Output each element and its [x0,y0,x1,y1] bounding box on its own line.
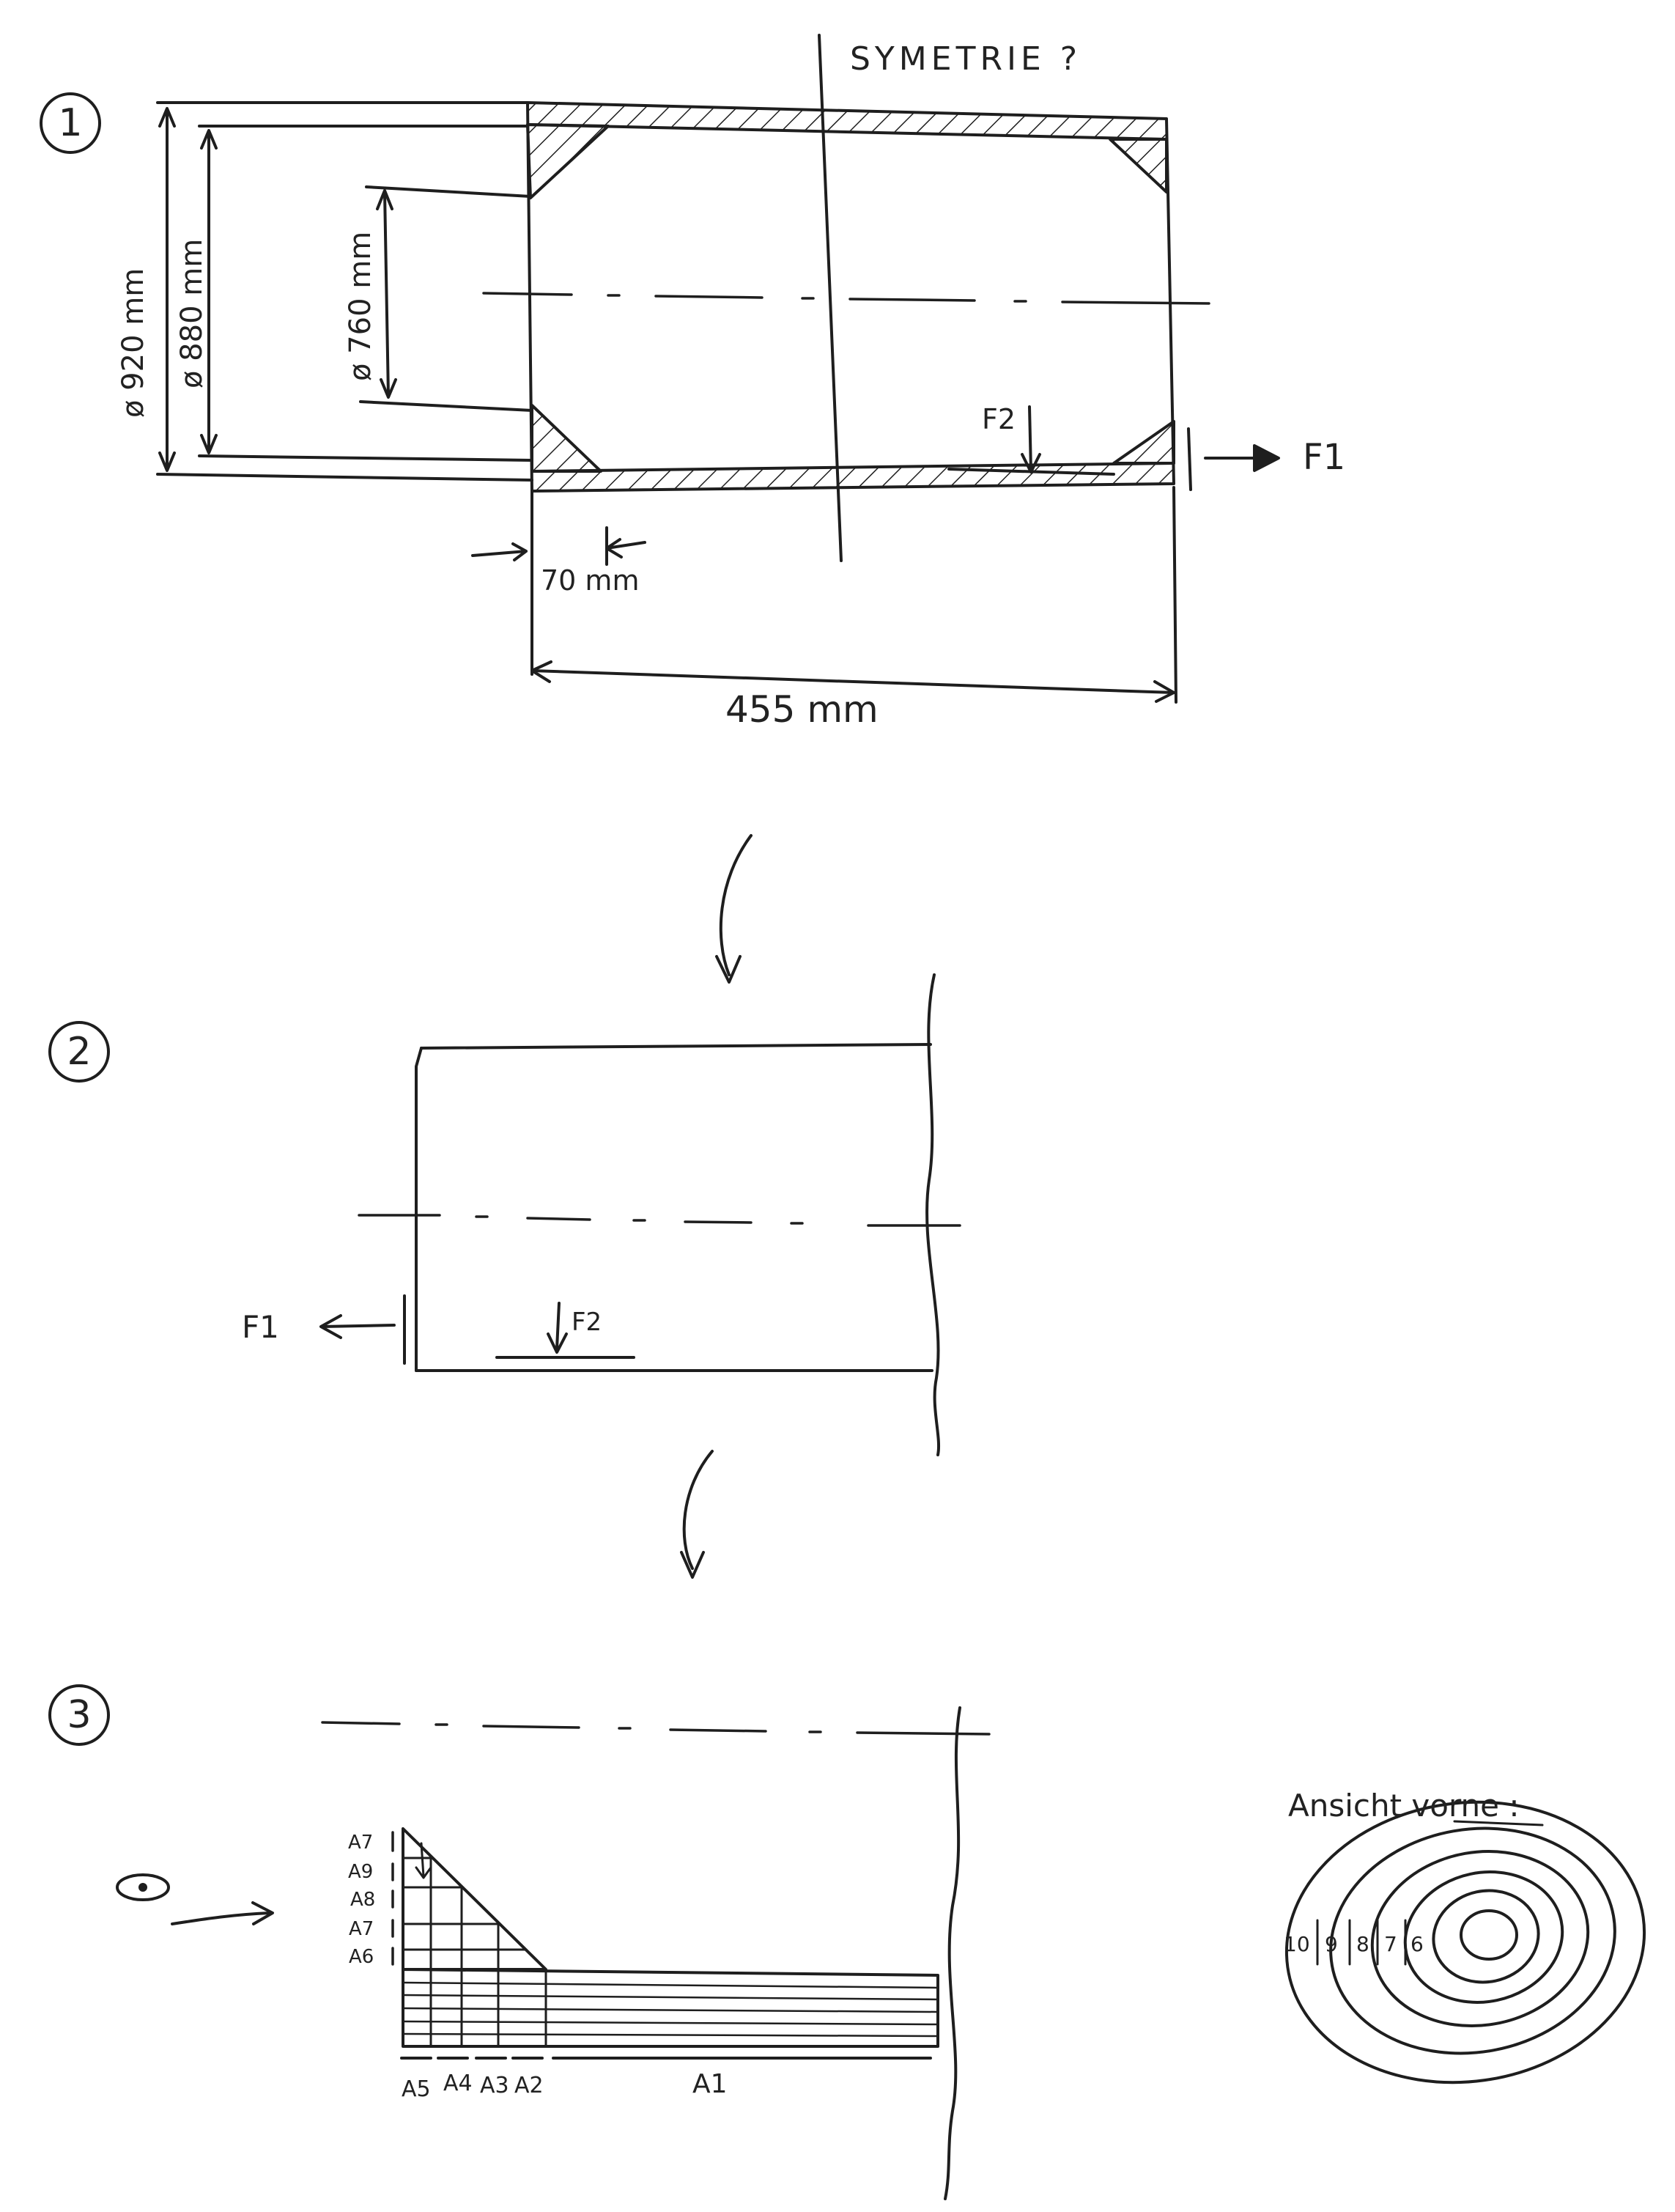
dim-880-arrow-top [200,129,218,150]
label-a1: A1 [692,2069,728,2099]
dim-920-label: ø 920 mm [117,268,150,418]
dim-760-ext-bot [359,400,533,412]
tube-top-wall-hatch [528,103,1166,139]
grid-small-arrow [415,1842,432,1879]
step2-break-line [925,973,941,1456]
dim-920-arrow-top [158,107,176,128]
dim-880-arrow-bot [200,434,218,454]
contour-ring-9 [1329,1826,1616,2055]
step3-centerline [321,1721,991,1736]
ring-label-8: 8 [1356,1932,1369,1956]
transition-arrow-1-head [715,955,742,984]
front-view-title-underline [1453,1820,1544,1826]
ring-label-6: 6 [1410,1932,1424,1956]
step2-f1-head [319,1314,342,1339]
f1-arrow-base [1187,427,1192,491]
ring-separators [1316,1919,1407,1966]
step1-centerline [482,292,1210,305]
step3-circle-icon [48,1684,110,1746]
front-view-contours [1284,1800,1646,2084]
step1-group [40,34,1280,704]
f2-label: F2 [982,403,1016,435]
weld-top-left [526,123,610,199]
step2-f1-label: F1 [242,1309,279,1345]
bottom-label-2: A4 [443,2071,473,2096]
left-label-4: A7 [349,1918,374,1940]
step2-body-top [420,1043,932,1050]
bottom-label-1: A5 [402,2076,431,2102]
dim-455-label: 455 mm [725,688,879,731]
eye-icon [116,1873,170,1901]
dim-70-label: 70 mm [541,564,639,597]
left-label-5: A6 [349,1946,374,1968]
dim-455-arrow-left [530,660,552,683]
ring-label-10: 10 [1284,1932,1310,1956]
dim-880-ext-bot [198,454,533,462]
step2-group [48,973,961,1456]
view-arrow-head [251,1901,274,1925]
text-layer: 1 SYMETRIE ? ø 920 mm ø 880 mm ø 760 mm … [58,40,1519,2102]
step2-centerline [358,1214,961,1227]
dim-920-ext-bot [156,473,533,482]
step2-circle-icon [48,1021,110,1083]
dim-760-ext-top [365,185,532,198]
step1-circle-icon [40,92,101,154]
tube-bottom-wall-hatch [532,463,1174,491]
transition-arrow-1 [719,834,753,976]
step3-break-line [944,1706,961,2200]
step2-f2-label: F2 [572,1308,602,1337]
weld-bottom-right [1112,420,1175,465]
transition-arrow-2-head [680,1551,705,1579]
step3-number: 3 [67,1693,91,1737]
tube-outline [526,101,1175,493]
weld-top-right [1109,138,1168,193]
dim-70-arrow-right [605,526,646,566]
f2-load-line [947,468,1115,476]
dim-760-line [383,191,390,397]
symmetry-note: SYMETRIE ? [850,40,1081,78]
contour-ring-8 [1370,1849,1590,2028]
step2-f2-head [547,1332,568,1354]
dim-880-label: ø 880 mm [175,239,209,388]
left-label-2: A9 [348,1861,373,1883]
dim-70-arrow-left [471,542,528,561]
section-strip-lines [402,1981,939,2038]
front-view-title: Ansicht vorne : [1288,1788,1519,1824]
ring-label-9: 9 [1325,1932,1338,1956]
transition-arrow-2 [682,1450,714,1570]
dim-760-arrow-top [376,189,393,210]
f2-arrow-shaft [1028,405,1032,472]
bottom-label-4: A2 [514,2073,544,2098]
step2-f2-shaft [555,1302,561,1350]
left-label-1: A7 [348,1832,373,1854]
left-label-3: A8 [350,1889,375,1911]
dim-455-line [530,669,1175,694]
dim-760-label: ø 760 mm [344,232,377,381]
view-arrow [171,1911,271,1925]
weld-bottom-left [530,404,602,473]
ring-label-7: 7 [1384,1932,1397,1956]
grid-verticals [429,1857,547,2048]
step2-body-left [415,1047,423,1372]
dim-920-arrow-bot [158,451,176,472]
step3-group [48,1684,1646,2200]
step1-number: 1 [58,101,82,145]
step2-number: 2 [67,1030,91,1074]
step2-f1-shaft [321,1324,396,1328]
f1-label: F1 [1303,437,1345,478]
contour-ring-10 [1284,1800,1646,2084]
dim-455-ext-right [1172,486,1177,704]
contour-core [1460,1909,1518,1961]
eye-pupil-icon [138,1883,147,1892]
dim-760-arrow-bot [380,378,397,399]
dim-455-arrow-right [1153,680,1175,703]
f1-arrow-head [1253,444,1280,472]
contour-ring-6 [1432,1889,1540,1984]
grid-horizontals [402,1857,528,1951]
weld-triangle [402,1827,547,1971]
bottom-label-3: A3 [480,2073,509,2098]
